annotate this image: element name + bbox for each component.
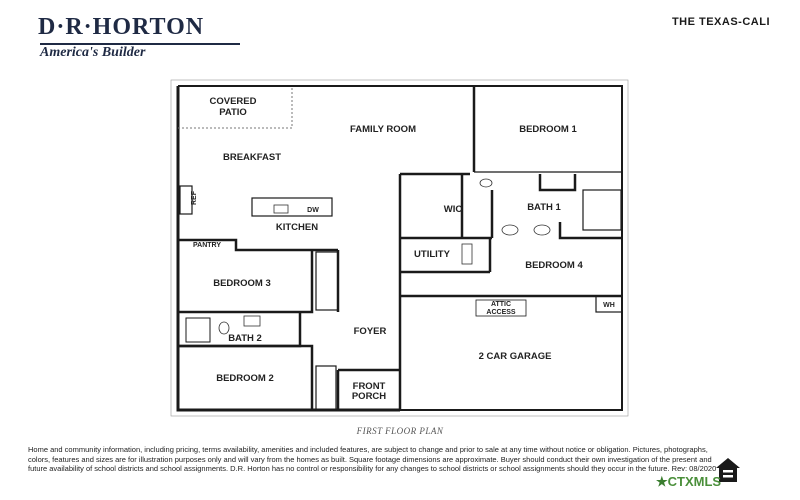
label-covered-patio-1: COVERED — [210, 96, 257, 107]
label-pantry: PANTRY — [193, 242, 221, 249]
label-attic-1: ATTIC — [491, 301, 511, 308]
label-bedroom-3: BEDROOM 3 — [213, 278, 271, 289]
equal-housing-icon — [716, 458, 740, 482]
label-bath-1: BATH 1 — [527, 202, 561, 213]
brand-name: D·R·HORTON — [38, 14, 205, 40]
plan-caption: FIRST FLOOR PLAN — [356, 426, 444, 436]
texas-star-icon: ★ — [656, 474, 668, 489]
label-wh: WH — [603, 302, 615, 309]
label-kitchen: KITCHEN — [276, 222, 318, 233]
mls-watermark-text: CTXMLS — [667, 474, 722, 489]
interior-walls — [176, 86, 623, 411]
brand-rule — [40, 43, 240, 45]
mls-watermark: ★CTXMLS — [656, 474, 721, 490]
label-bedroom-1: BEDROOM 1 — [519, 124, 577, 135]
label-foyer: FOYER — [354, 326, 387, 337]
brand-logo: D·R·HORTON America's Builder — [38, 14, 248, 60]
label-dw: DW — [307, 207, 319, 214]
label-covered-patio-2: PATIO — [219, 107, 247, 118]
disclaimer-text: Home and community information, includin… — [28, 445, 717, 473]
label-front-porch-1: FRONT — [353, 381, 386, 392]
label-bedroom-4: BEDROOM 4 — [525, 260, 583, 271]
label-utility: UTILITY — [414, 249, 451, 260]
label-attic-2: ACCESS — [486, 309, 516, 316]
label-ref: REF — [191, 190, 198, 205]
label-bedroom-2: BEDROOM 2 — [216, 373, 274, 384]
plan-name: THE TEXAS-CALI — [671, 16, 770, 28]
label-garage: 2 CAR GARAGE — [479, 351, 552, 362]
label-bath-2: BATH 2 — [228, 333, 262, 344]
fixtures — [218, 178, 551, 335]
label-wic: WIC — [444, 204, 463, 215]
room-labels: COVERED PATIO FAMILY ROOM BEDROOM 1 BREA… — [191, 96, 615, 402]
label-breakfast: BREAKFAST — [223, 152, 281, 163]
label-family-room: FAMILY ROOM — [350, 124, 416, 135]
label-front-porch-2: PORCH — [352, 391, 386, 402]
brand-tagline: America's Builder — [40, 45, 146, 60]
